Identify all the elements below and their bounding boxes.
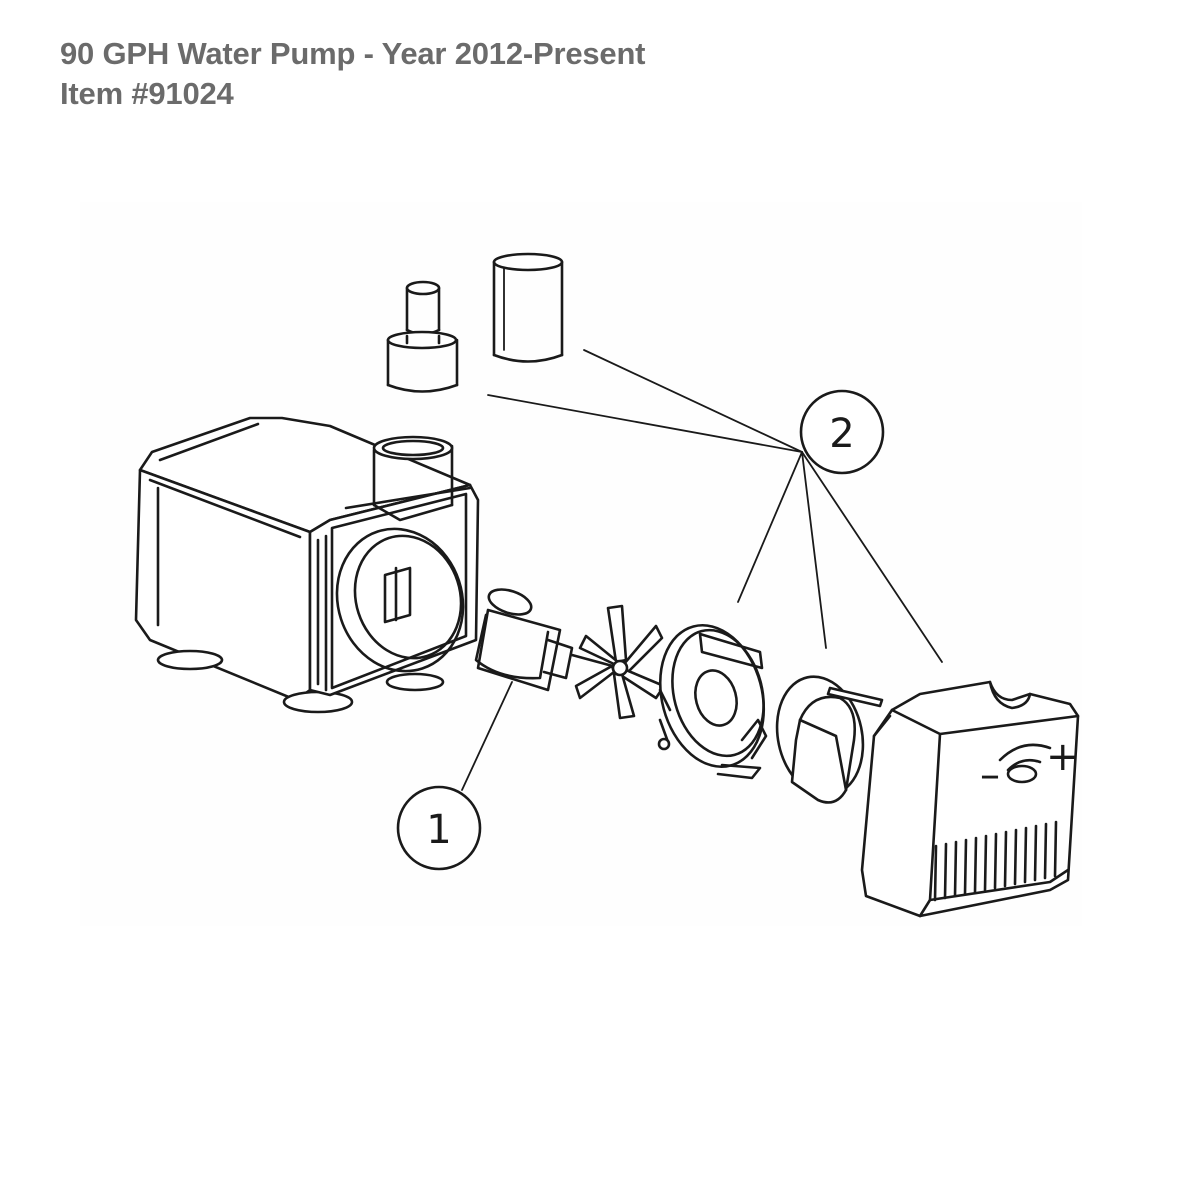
callout-2: 2 [799, 389, 885, 475]
title-line-item-number: Item #91024 [60, 76, 234, 111]
small-hose-adapter [386, 280, 459, 393]
flow-dial-indicator: – + [980, 734, 1080, 798]
callout-2-number: 2 [829, 411, 854, 457]
impeller-rotor [474, 588, 666, 720]
intake-grille [933, 820, 1058, 902]
front-cover: – + [860, 680, 1080, 918]
leader-lines [461, 349, 943, 791]
pump-body [134, 416, 480, 714]
callout-1-number: 1 [426, 807, 451, 853]
title-line-product: 90 GPH Water Pump - Year 2012-Present [60, 36, 646, 71]
flow-control-knob [775, 675, 884, 804]
large-hose-adapter [492, 252, 564, 363]
flow-plus-label: + [1046, 734, 1080, 780]
callout-1: 1 [396, 785, 482, 871]
flow-minus-label: – [980, 752, 1000, 798]
impeller-cover [657, 623, 768, 780]
page-title: 90 GPH Water Pump - Year 2012-Present It… [60, 34, 646, 114]
